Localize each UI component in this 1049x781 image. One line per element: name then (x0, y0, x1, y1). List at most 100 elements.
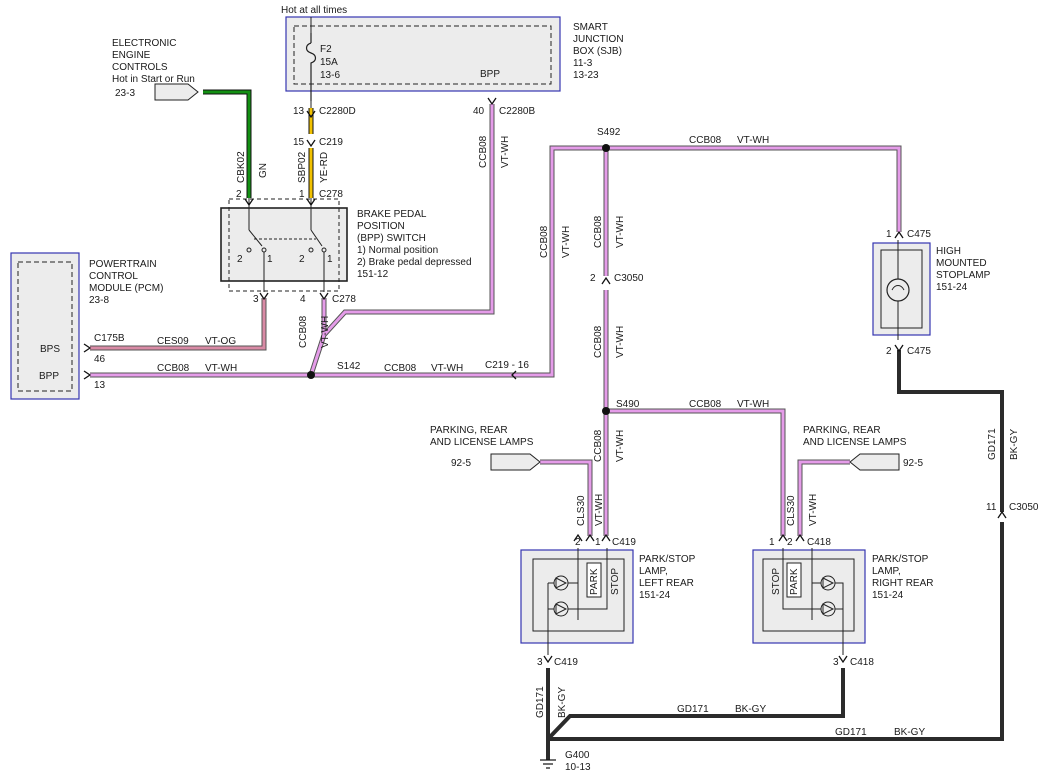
parking-lamps-right-label-1: PARKING, REAR (803, 425, 881, 436)
c219-pin: 15 (293, 137, 305, 148)
c418-pin-2: 2 (787, 537, 793, 548)
c419-pin-1: 1 (595, 537, 601, 548)
bpp-switch-state-2: 2) Brake pedal depressed (357, 257, 472, 268)
sjb-label-1: SMART (573, 22, 608, 33)
c175b-label: C175B (94, 333, 125, 344)
right-lamp-ref: 151-24 (872, 590, 904, 601)
bk-gy-right-lamp-label: BK-GY (735, 704, 766, 715)
cbk02-label: CBK02 (236, 151, 247, 183)
ccb08-riser-label: CCB08 (539, 225, 550, 258)
ccb08-upper-trunk-label: CCB08 (593, 215, 604, 248)
gd171-ground-label: GD171 (535, 686, 546, 718)
vt-wh-s492-label: VT-WH (737, 135, 769, 146)
fuse-rating: 15A (320, 57, 338, 68)
cls30-right-label: CLS30 (786, 495, 797, 526)
c219-16-label: C219 - 16 (485, 360, 529, 371)
left-lamp-label-2: LAMP, (639, 566, 668, 577)
s142-label: S142 (337, 361, 361, 372)
eec-label-2: ENGINE (112, 50, 151, 61)
vt-wh-s142-label: VT-WH (431, 363, 463, 374)
eec-connector-flag (154, 83, 199, 101)
c219-label: C219 (319, 137, 343, 148)
parking-lamps-right-ref: 92-5 (903, 458, 923, 469)
parking-lamps-right-label-2: AND LICENSE LAMPS (803, 437, 907, 448)
pcm-label-3: MODULE (PCM) (89, 283, 163, 294)
wire-cls30 (540, 459, 850, 536)
sjb-bpp-pin-label: BPP (480, 69, 500, 80)
parking-lamps-left-connector-flag (490, 453, 541, 471)
c278-pin-1: 1 (299, 189, 305, 200)
s490-label: S490 (616, 399, 640, 410)
gn-label: GN (258, 163, 269, 178)
sjb-ref-2: 13-23 (573, 70, 599, 81)
ccb08-s142-label: CCB08 (384, 363, 417, 374)
ground-g400-symbol (540, 759, 556, 769)
pcm-label-1: POWERTRAIN (89, 259, 157, 270)
c475-pin-2: 2 (886, 346, 892, 357)
vt-wh-right-cls-label: VT-WH (808, 494, 819, 526)
hmsl-label-1: HIGH (936, 246, 961, 257)
ccb08-s490-label: CCB08 (689, 399, 722, 410)
gd171-riser-label: GD171 (987, 428, 998, 460)
park-stop-lamp-left-rear: PARK STOP PARK/STOP LAMP, LEFT REAR 151-… (520, 548, 696, 655)
c3050-upper-label: C3050 (614, 273, 644, 284)
eec-label-4: Hot in Start or Run (112, 74, 195, 85)
brake-pedal-position-switch: 2 1 2 1 BRAKE PEDAL POSITION (BPP) SWITC… (220, 198, 472, 292)
cls30-left-label: CLS30 (576, 495, 587, 526)
sjb-ref-1: 11-3 (573, 58, 593, 69)
vt-wh-left-lamp-label: VT-WH (615, 430, 626, 462)
bpp-switch-label-3: (BPP) SWITCH (357, 233, 426, 244)
bpp-switch-pos-2a: 2 (237, 254, 243, 265)
high-mounted-stoplamp: HIGH MOUNTED STOPLAMP 151-24 (872, 240, 991, 340)
pcm-bpp-pin-label: BPP (39, 371, 59, 382)
c3050-pin-2: 2 (590, 273, 596, 284)
vt-wh-riser-label: VT-WH (561, 226, 572, 258)
bpp-switch-state-1: 1) Normal position (357, 245, 438, 256)
c278-top-label: C278 (319, 189, 343, 200)
splice-s490 (602, 407, 610, 415)
vt-wh-sjb-label: VT-WH (500, 136, 511, 168)
fuse-ref: 13-6 (320, 70, 340, 81)
right-lamp-stop-label: STOP (771, 568, 782, 595)
left-lamp-stop-label: STOP (610, 568, 621, 595)
g400-ref: 10-13 (565, 762, 591, 773)
bpp-switch-label-2: POSITION (357, 221, 405, 232)
pcm-label-2: CONTROL (89, 271, 138, 282)
bk-gy-hmsl-label: BK-GY (894, 727, 925, 738)
bpp-switch-pos-1b: 1 (327, 254, 333, 265)
vt-wh-lower-trunk-label: VT-WH (615, 326, 626, 358)
wire-ccb08-sjb-to-s142 (90, 104, 902, 378)
c418-pin-1: 1 (769, 537, 775, 548)
ccb08-lower-trunk-label: CCB08 (593, 325, 604, 358)
sjb-label-2: JUNCTION (573, 34, 624, 45)
bk-gy-riser-label: BK-GY (1009, 429, 1020, 460)
pcm-bps-pin-label: BPS (40, 344, 60, 355)
parking-lamps-left-ref: 92-5 (451, 458, 471, 469)
vt-wh-upper-trunk-label: VT-WH (615, 216, 626, 248)
parking-lamps-right-connector-flag (849, 453, 900, 471)
c418-pin-3: 3 (833, 657, 839, 668)
ces09-label: CES09 (157, 336, 189, 347)
eec-label-3: CONTROLS (112, 62, 168, 73)
c475-pin-1: 1 (886, 229, 892, 240)
right-lamp-label-3: RIGHT REAR (872, 578, 934, 589)
g400-label: G400 (565, 750, 590, 761)
c418-bottom-label: C418 (850, 657, 874, 668)
bpp-switch-ref: 151-12 (357, 269, 389, 280)
eec-label-1: ELECTRONIC (112, 38, 176, 49)
powertrain-control-module: POWERTRAIN CONTROL MODULE (PCM) 23-8 BPS… (10, 252, 163, 400)
c278-pin-4: 4 (300, 294, 306, 305)
pin-46-label: 46 (94, 354, 106, 365)
c418-top-label: C418 (807, 537, 831, 548)
c419-pin-2: 2 (575, 537, 581, 548)
hmsl-label-2: MOUNTED (936, 258, 987, 269)
c419-bottom-label: C419 (554, 657, 578, 668)
park-stop-lamp-right-rear: STOP PARK PARK/STOP LAMP, RIGHT REAR 151… (752, 548, 934, 655)
c475-top-label: C475 (907, 229, 931, 240)
ccb08-switch-label: CCB08 (298, 315, 309, 348)
parking-lamps-left-label-1: PARKING, REAR (430, 425, 508, 436)
pcm-ref: 23-8 (89, 295, 109, 306)
wire-gd171-bk-gy (546, 350, 1004, 760)
c2280b-label: C2280B (499, 106, 535, 117)
